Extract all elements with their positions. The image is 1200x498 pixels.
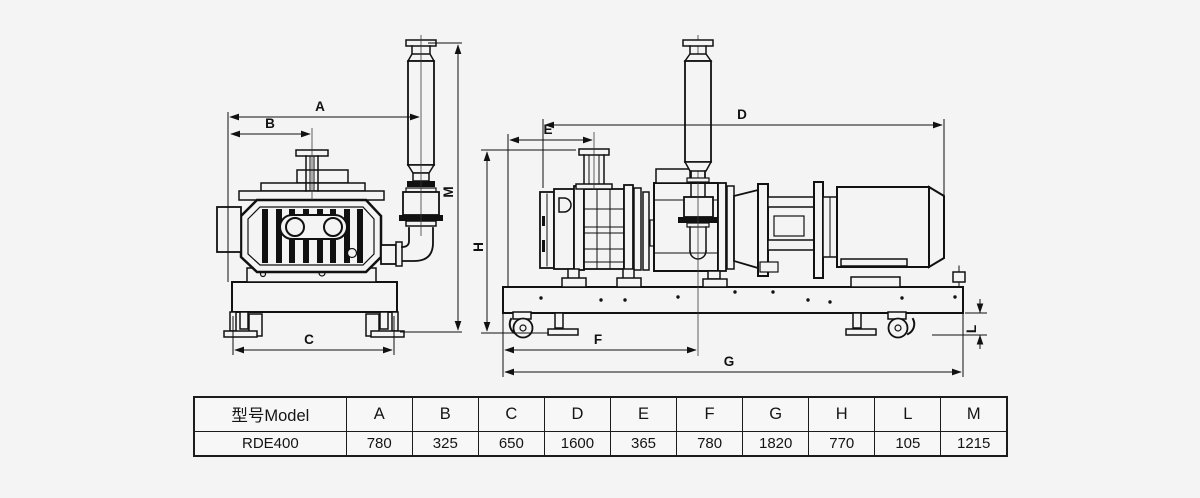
front-dimensions: A B C M xyxy=(227,42,462,355)
dim-label-d: D xyxy=(737,107,747,122)
table-cell-f: 780 xyxy=(676,430,744,457)
table-header-h: H xyxy=(808,396,876,432)
technical-drawing: A B C M xyxy=(216,35,987,377)
side-eye-bolt xyxy=(952,265,966,288)
side-base xyxy=(502,286,964,314)
side-main-pump xyxy=(539,184,659,288)
table-data-row: RDE400 780 325 650 1600 365 780 1820 770… xyxy=(193,430,1008,457)
table-header-model: 型号Model xyxy=(193,396,347,432)
side-coupling-frame xyxy=(733,181,838,279)
table-cell-model: RDE400 xyxy=(193,430,347,457)
side-booster-pump xyxy=(653,168,735,288)
dimension-table: 型号Model A B C D E F G H L M RDE400 780 3… xyxy=(193,396,1008,457)
table-cell-b: 325 xyxy=(411,430,479,457)
dim-label-m: M xyxy=(441,186,456,197)
table-cell-l: 105 xyxy=(874,430,942,457)
front-pump-body xyxy=(216,149,403,283)
dimension-table-grid: 型号Model A B C D E F G H L M RDE400 780 3… xyxy=(193,396,1008,457)
table-cell-h: 770 xyxy=(808,430,876,457)
table-cell-a: 780 xyxy=(345,430,413,457)
table-header-l: L xyxy=(874,396,942,432)
table-header-m: M xyxy=(940,396,1008,432)
dim-label-h: H xyxy=(471,242,486,252)
dim-label-e: E xyxy=(543,122,552,137)
dim-label-l: L xyxy=(964,325,979,333)
front-view: A B C M xyxy=(216,35,462,355)
side-silencer xyxy=(682,39,714,183)
dim-label-a: A xyxy=(315,99,325,114)
table-cell-g: 1820 xyxy=(742,430,810,457)
front-base-and-casters xyxy=(223,281,405,338)
dim-label-g: G xyxy=(724,354,735,369)
side-view: D E F G H L xyxy=(471,35,987,377)
table-header-d: D xyxy=(543,396,611,432)
table-cell-e: 365 xyxy=(609,430,678,457)
table-header-b: B xyxy=(411,396,479,432)
table-header-a: A xyxy=(345,396,413,432)
dim-label-b: B xyxy=(265,116,275,131)
table-header-g: G xyxy=(742,396,810,432)
dim-label-f: F xyxy=(594,332,602,347)
table-header-row: 型号Model A B C D E F G H L M xyxy=(193,396,1008,432)
table-header-c: C xyxy=(477,396,545,432)
side-dimensions: D E F G H L xyxy=(471,107,987,377)
dim-label-c: C xyxy=(304,332,314,347)
table-cell-d: 1600 xyxy=(543,430,611,457)
side-casters-and-feet xyxy=(508,311,916,339)
side-motor xyxy=(836,185,945,288)
table-header-f: F xyxy=(676,396,744,432)
table-cell-m: 1215 xyxy=(940,430,1008,457)
table-header-e: E xyxy=(609,396,678,432)
table-cell-c: 650 xyxy=(477,430,545,457)
